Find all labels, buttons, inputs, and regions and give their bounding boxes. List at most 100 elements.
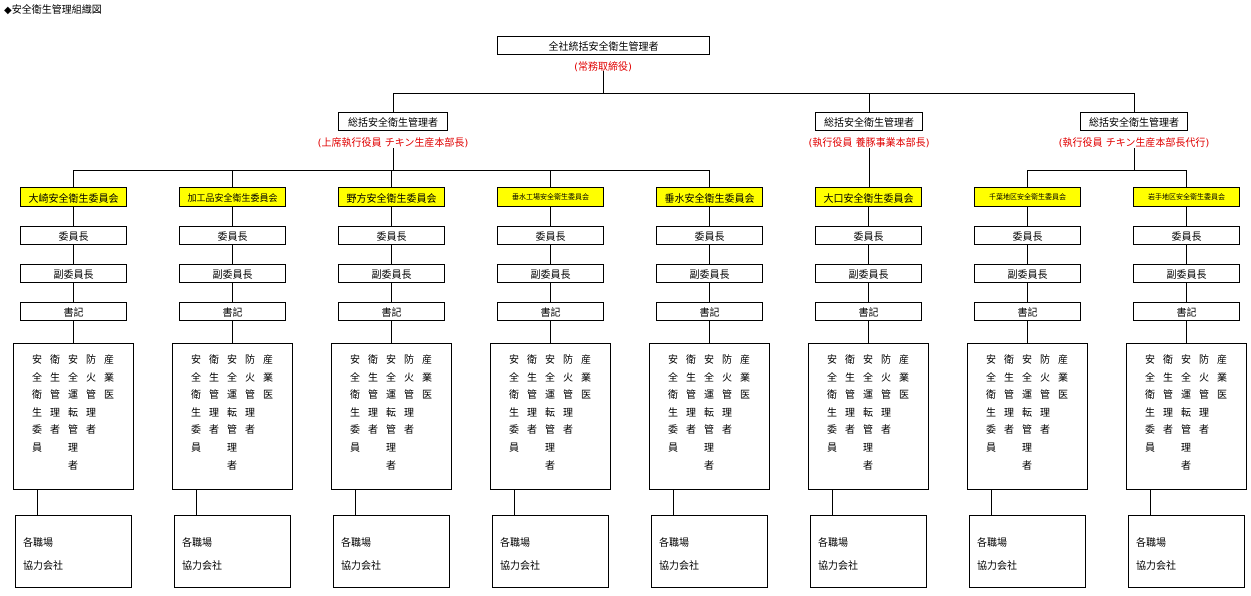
member-char: 火 xyxy=(722,372,732,384)
vice-chair-box: 副委員長 xyxy=(815,264,922,283)
member-char: 産 xyxy=(422,355,432,366)
member-char: 防 xyxy=(86,355,96,366)
connector-line xyxy=(550,245,551,264)
member-char: 生 xyxy=(368,372,378,384)
member-char: 管 xyxy=(845,390,855,402)
member-char: 生 xyxy=(209,372,219,384)
member-char: 衛 xyxy=(1163,355,1173,366)
member-char: 衛 xyxy=(191,390,201,402)
connector-line xyxy=(232,321,233,343)
member-char: 員 xyxy=(668,442,678,454)
member-char: 生 xyxy=(32,407,42,419)
member-column: 安全衛生委員 xyxy=(667,352,679,458)
committee-box: 野方安全衛生委員会 xyxy=(338,187,445,207)
member-char: 運 xyxy=(386,390,396,402)
member-stack-box: 安全衛生委員衛生管理者安全運転管理者防火管理者産業医 xyxy=(649,343,770,490)
member-char: 生 xyxy=(686,372,696,384)
member-char: 衛 xyxy=(986,390,996,402)
chair-box: 委員長 xyxy=(20,226,127,245)
member-char: 委 xyxy=(350,425,360,437)
connector-line xyxy=(232,245,233,264)
connector-line xyxy=(73,207,74,226)
secretary-box: 書記 xyxy=(20,302,127,321)
member-char: 委 xyxy=(191,425,201,437)
connector-line xyxy=(232,283,233,302)
member-char: 理 xyxy=(881,407,891,419)
member-char: 全 xyxy=(704,372,714,384)
member-char: 衛 xyxy=(209,355,219,366)
partner-label: 協力会社 xyxy=(818,561,858,572)
connector-line xyxy=(1186,321,1187,343)
member-char: 安 xyxy=(986,355,996,366)
member-char: 生 xyxy=(986,407,996,419)
connector-line xyxy=(709,321,710,343)
member-column: 安全運転管理者 xyxy=(862,352,874,475)
member-column: 衛生管理者 xyxy=(49,352,61,440)
member-column: 産業医 xyxy=(1057,352,1069,405)
member-char: 者 xyxy=(1040,425,1050,437)
member-char: 理 xyxy=(686,407,696,419)
manager-note: (執行役員 チキン生産本部長代行) xyxy=(1058,138,1210,149)
connector-line xyxy=(196,490,197,515)
member-char: 理 xyxy=(704,442,714,454)
member-char: 安 xyxy=(668,355,678,366)
member-char: 委 xyxy=(1145,425,1155,437)
member-char: 運 xyxy=(68,390,78,402)
connector-line xyxy=(514,490,515,515)
member-column: 安全衛生委員 xyxy=(985,352,997,458)
workplace-label: 各職場 xyxy=(1136,538,1166,549)
chair-box: 委員長 xyxy=(179,226,286,245)
member-char: 生 xyxy=(50,372,60,384)
member-char: 火 xyxy=(563,372,573,384)
partner-label: 協力会社 xyxy=(500,561,540,572)
partner-label: 協力会社 xyxy=(1136,561,1176,572)
member-char: 安 xyxy=(863,355,873,366)
connector-line xyxy=(869,93,870,112)
member-column: 防火管理者 xyxy=(562,352,574,440)
workplace-box: 各職場協力会社 xyxy=(492,515,609,588)
member-column: 防火管理者 xyxy=(1198,352,1210,440)
member-char: 全 xyxy=(668,372,678,384)
member-char: 理 xyxy=(845,407,855,419)
member-char: 業 xyxy=(1217,372,1227,384)
member-char: 衛 xyxy=(668,390,678,402)
member-char: 者 xyxy=(1004,425,1014,437)
member-char: 者 xyxy=(722,425,732,437)
member-char: 者 xyxy=(704,460,714,472)
member-char: 者 xyxy=(845,425,855,437)
connector-line xyxy=(1027,245,1028,264)
member-char: 業 xyxy=(899,372,909,384)
member-column: 衛生管理者 xyxy=(1162,352,1174,440)
member-char: 防 xyxy=(245,355,255,366)
workplace-label: 各職場 xyxy=(818,538,848,549)
member-char: 管 xyxy=(227,425,237,437)
member-char: 管 xyxy=(86,390,96,402)
member-char: 安 xyxy=(386,355,396,366)
member-char: 衛 xyxy=(50,355,60,366)
member-char: 委 xyxy=(827,425,837,437)
secretary-box: 書記 xyxy=(338,302,445,321)
connector-line xyxy=(232,170,233,187)
connector-line xyxy=(37,490,38,515)
member-char: 者 xyxy=(209,425,219,437)
member-char: 産 xyxy=(740,355,750,366)
member-column: 安全衛生委員 xyxy=(826,352,838,458)
secretary-box: 書記 xyxy=(974,302,1081,321)
member-char: 衛 xyxy=(527,355,537,366)
member-char: 管 xyxy=(563,390,573,402)
member-char: 管 xyxy=(704,425,714,437)
vice-chair-box: 副委員長 xyxy=(20,264,127,283)
member-stack-box: 安全衛生委員衛生管理者安全運転管理者防火管理者産業医 xyxy=(331,343,452,490)
member-column: 安全運転管理者 xyxy=(703,352,715,475)
connector-line xyxy=(393,148,394,170)
member-char: 防 xyxy=(1040,355,1050,366)
connector-line xyxy=(73,245,74,264)
member-char: 運 xyxy=(1022,390,1032,402)
manager-note: (執行役員 養豚事業本部長) xyxy=(808,138,930,149)
member-char: 管 xyxy=(209,390,219,402)
member-char: 理 xyxy=(209,407,219,419)
member-char: 全 xyxy=(986,372,996,384)
workplace-box: 各職場協力会社 xyxy=(15,515,132,588)
member-char: 転 xyxy=(1181,407,1191,419)
top-branch-line xyxy=(393,93,1135,94)
